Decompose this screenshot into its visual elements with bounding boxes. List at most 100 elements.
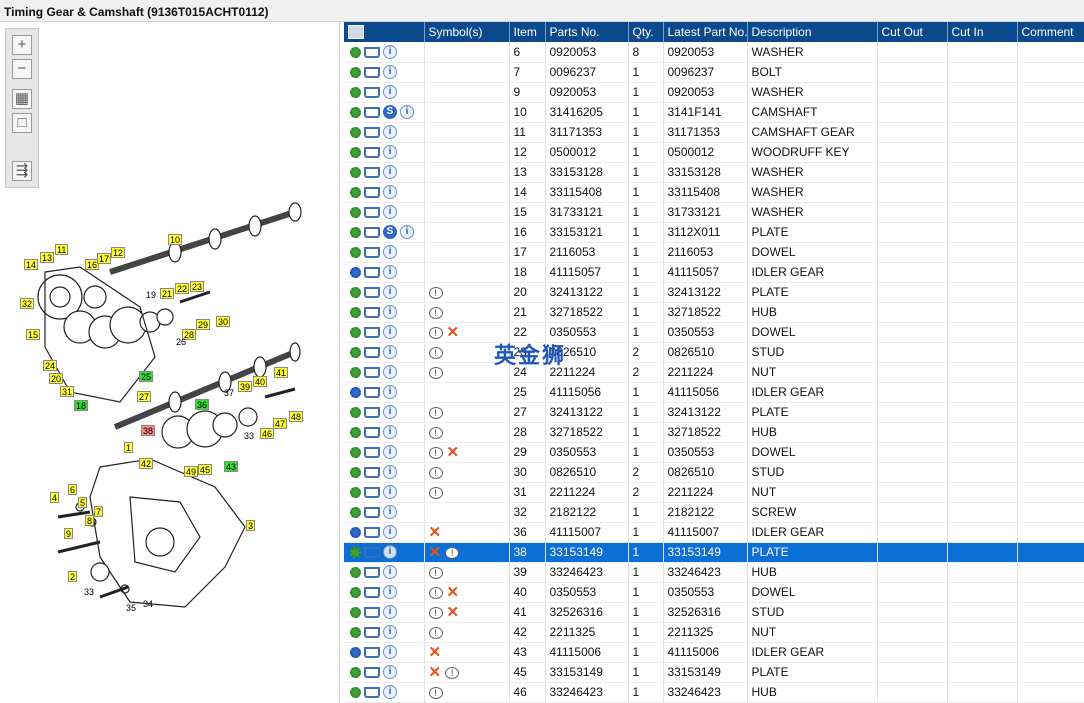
- fit-page-button[interactable]: □: [12, 113, 32, 133]
- info-icon[interactable]: i: [383, 145, 397, 160]
- info-icon[interactable]: i: [383, 585, 397, 600]
- fit-all-button[interactable]: ▦: [12, 89, 32, 109]
- cart-icon[interactable]: [364, 166, 380, 178]
- note-bubble-icon[interactable]: !: [428, 326, 443, 339]
- info-icon[interactable]: i: [383, 545, 397, 560]
- discontinued-x-icon[interactable]: ✕: [446, 323, 460, 341]
- cart-icon[interactable]: [364, 186, 380, 198]
- note-bubble-icon[interactable]: !: [428, 286, 443, 299]
- info-icon[interactable]: i: [383, 525, 397, 540]
- part-gear-icon[interactable]: [350, 546, 361, 558]
- note-bubble-icon[interactable]: !: [428, 466, 443, 479]
- callout-label[interactable]: 40: [253, 376, 268, 387]
- part-gear-icon[interactable]: [350, 186, 361, 198]
- column-header[interactable]: Latest Part No.: [663, 22, 748, 42]
- info-icon[interactable]: i: [383, 465, 397, 480]
- part-gear-icon[interactable]: [350, 126, 361, 138]
- cart-icon[interactable]: [364, 226, 380, 238]
- cart-icon[interactable]: [364, 486, 380, 498]
- part-gear-icon[interactable]: [350, 166, 361, 178]
- callout-label[interactable]: 34: [143, 599, 154, 609]
- cart-icon[interactable]: [364, 126, 380, 138]
- cart-icon[interactable]: [364, 146, 380, 158]
- cart-icon[interactable]: [364, 426, 380, 438]
- cart-icon[interactable]: [364, 86, 380, 98]
- column-header-actions[interactable]: [344, 22, 425, 42]
- callout-label[interactable]: 37: [224, 388, 235, 398]
- note-bubble-icon[interactable]: !: [445, 666, 460, 679]
- part-gear-icon[interactable]: [350, 666, 361, 678]
- info-icon[interactable]: i: [383, 65, 397, 80]
- part-gear-icon[interactable]: [350, 586, 361, 598]
- info-icon[interactable]: i: [383, 185, 397, 200]
- part-gear-icon[interactable]: [350, 306, 361, 318]
- callout-label[interactable]: 41: [274, 367, 289, 378]
- note-bubble-icon[interactable]: !: [428, 486, 443, 499]
- info-icon[interactable]: i: [383, 245, 397, 260]
- cart-icon[interactable]: [364, 306, 380, 318]
- callout-label[interactable]: 7: [94, 506, 104, 517]
- note-bubble-icon[interactable]: !: [445, 546, 460, 559]
- callout-label[interactable]: 24: [43, 360, 58, 371]
- note-bubble-icon[interactable]: !: [428, 426, 443, 439]
- cart-icon[interactable]: [364, 646, 380, 658]
- part-gear-icon[interactable]: [350, 106, 361, 118]
- cart-icon[interactable]: [364, 206, 380, 218]
- note-bubble-icon[interactable]: !: [428, 606, 443, 619]
- callout-label[interactable]: 17: [97, 253, 112, 264]
- info-icon[interactable]: i: [383, 125, 397, 140]
- part-gear-icon[interactable]: [350, 626, 361, 638]
- info-icon[interactable]: i: [383, 265, 397, 280]
- part-gear-icon[interactable]: [350, 366, 361, 378]
- note-bubble-icon[interactable]: !: [428, 566, 443, 579]
- callout-label[interactable]: 5: [78, 497, 88, 508]
- assembly-gear-icon[interactable]: [350, 266, 361, 278]
- zoom-out-button[interactable]: −: [12, 59, 32, 79]
- part-gear-icon[interactable]: [350, 446, 361, 458]
- part-gear-icon[interactable]: [350, 246, 361, 258]
- callout-label[interactable]: 19: [146, 290, 157, 300]
- cart-icon[interactable]: [364, 446, 380, 458]
- note-bubble-icon[interactable]: !: [428, 446, 443, 459]
- callout-label[interactable]: 33: [84, 587, 95, 597]
- discontinued-x-icon[interactable]: ✕: [446, 443, 460, 461]
- info-icon[interactable]: i: [383, 645, 397, 660]
- callout-label[interactable]: 3: [246, 520, 256, 531]
- export-button[interactable]: ⇶: [12, 161, 32, 181]
- info-icon[interactable]: i: [383, 345, 397, 360]
- info-icon[interactable]: i: [383, 665, 397, 680]
- callout-label[interactable]: 12: [111, 247, 126, 258]
- info-icon[interactable]: i: [383, 485, 397, 500]
- cart-icon[interactable]: [364, 346, 380, 358]
- column-header[interactable]: Comment: [1017, 22, 1084, 42]
- assembly-gear-icon[interactable]: [350, 646, 361, 658]
- callout-label[interactable]: 33: [244, 431, 255, 441]
- part-gear-icon[interactable]: [350, 426, 361, 438]
- callout-label[interactable]: 25: [139, 371, 154, 382]
- callout-label[interactable]: 43: [224, 461, 239, 472]
- callout-label[interactable]: 47: [273, 418, 288, 429]
- note-bubble-icon[interactable]: !: [428, 366, 443, 379]
- column-header[interactable]: Description: [747, 22, 878, 42]
- discontinued-x-icon[interactable]: ✕: [446, 583, 460, 601]
- info-icon[interactable]: i: [383, 425, 397, 440]
- assembly-gear-icon[interactable]: [350, 526, 361, 538]
- cart-icon[interactable]: [364, 566, 380, 578]
- note-bubble-icon[interactable]: !: [428, 686, 443, 699]
- zoom-in-button[interactable]: +: [12, 35, 32, 55]
- note-bubble-icon[interactable]: !: [428, 626, 443, 639]
- info-icon[interactable]: i: [383, 505, 397, 520]
- column-header[interactable]: Cut In: [947, 22, 1018, 42]
- callout-label[interactable]: 6: [68, 484, 78, 495]
- column-header[interactable]: Cut Out: [877, 22, 948, 42]
